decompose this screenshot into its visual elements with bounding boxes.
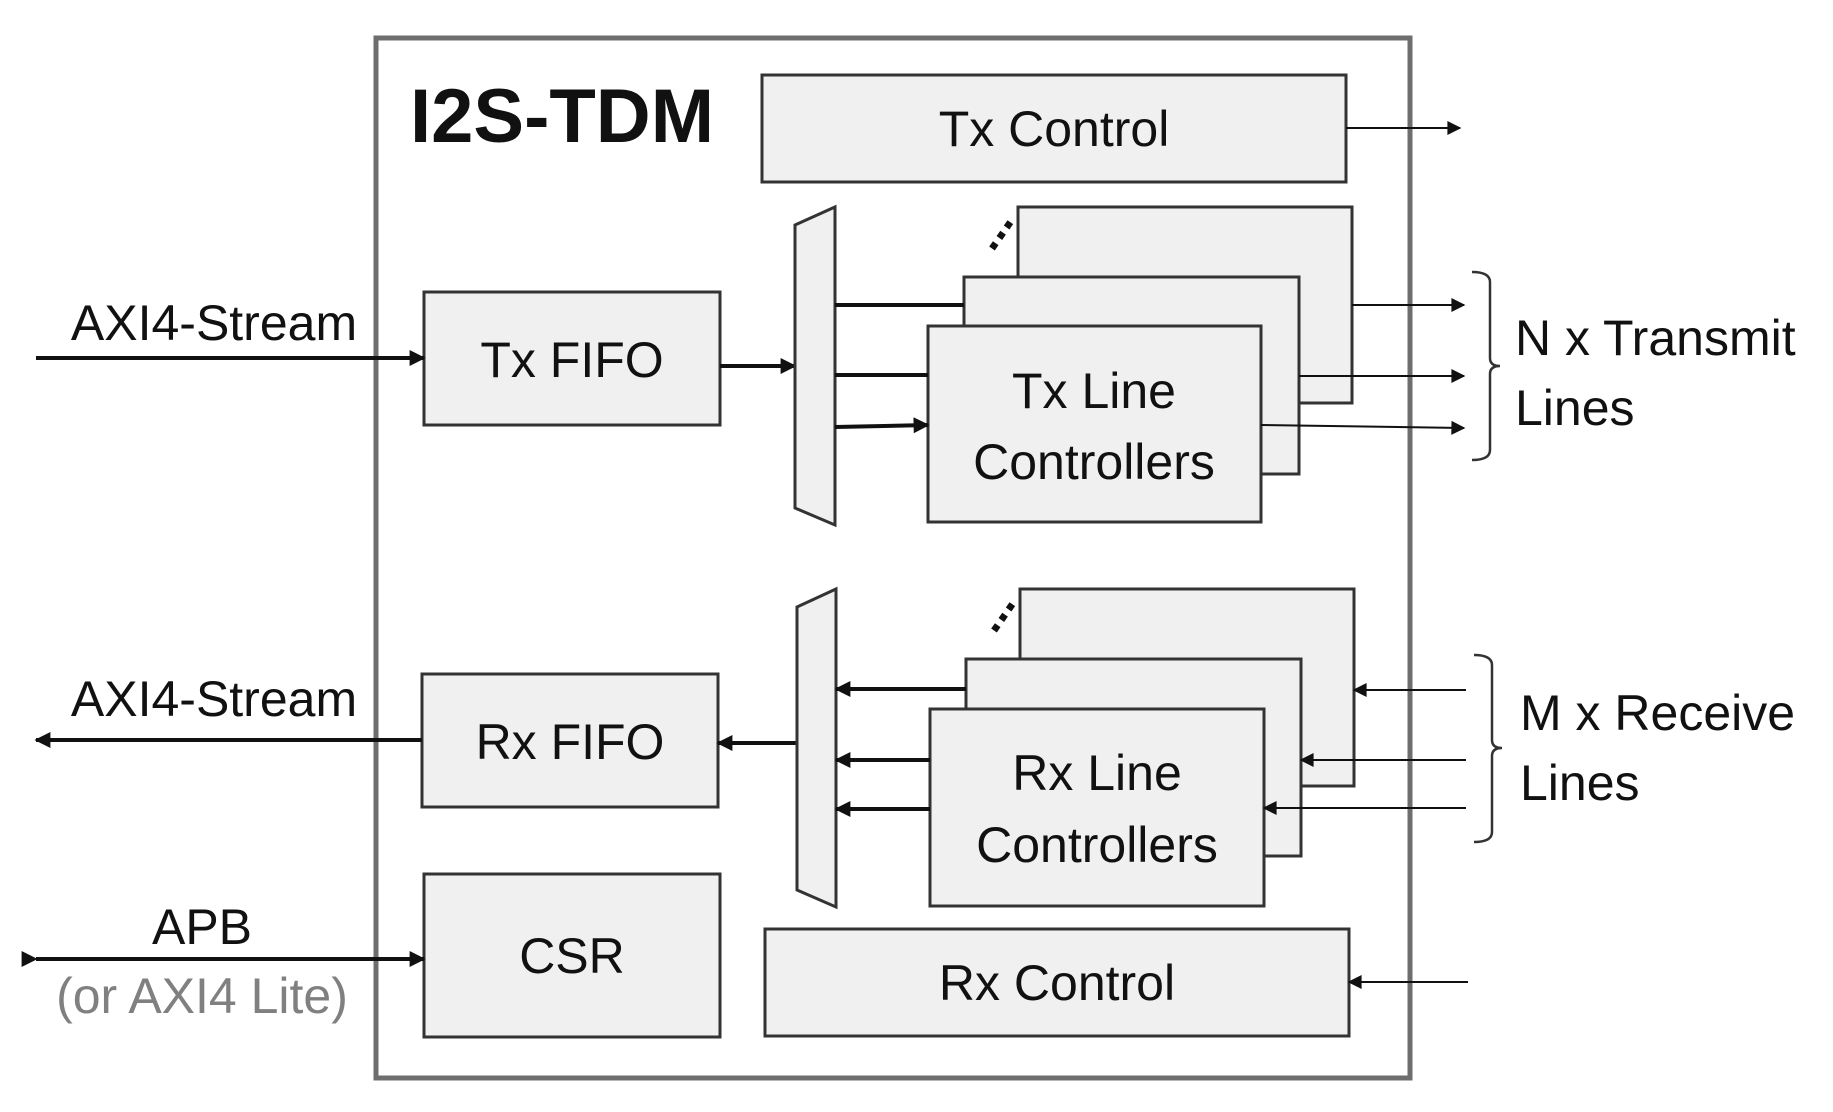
csr-label: CSR — [519, 928, 625, 984]
tx-fifo-label: Tx FIFO — [480, 332, 663, 388]
rx-line-controllers-label-2: Controllers — [976, 817, 1218, 873]
rx-fifo-block — [420, 672, 720, 809]
rx-line-controller-front — [928, 707, 1266, 908]
diagram-title: I2S-TDM — [410, 74, 714, 159]
transmit-lines-label-2: Lines — [1515, 380, 1635, 436]
transmit-lines-brace — [1471, 270, 1501, 462]
rx-control-label: Rx Control — [939, 955, 1175, 1011]
receive-lines-brace — [1473, 653, 1503, 844]
rx-mux — [795, 586, 838, 910]
receive-lines-label-2: Lines — [1520, 755, 1640, 811]
rx-fifo-label: Rx FIFO — [476, 714, 665, 770]
tx-fifo-block — [422, 290, 722, 427]
rx-axi4-stream-label: AXI4-Stream — [71, 671, 357, 727]
tx-demux — [793, 204, 837, 528]
tx-line-controller-front — [926, 324, 1263, 524]
receive-lines-label-1: M x Receive — [1520, 685, 1795, 741]
apb-alt-label: (or AXI4 Lite) — [56, 968, 348, 1024]
rx-line-controllers-label-1: Rx Line — [1012, 745, 1182, 801]
rx-control-block — [763, 927, 1351, 1038]
tx-control-block — [760, 73, 1348, 184]
tx-line-output-3 — [1260, 420, 1466, 435]
csr-block — [422, 872, 722, 1039]
apb-label: APB — [152, 899, 252, 955]
transmit-lines-label-1: N x Transmit — [1515, 310, 1796, 366]
tx-line-controllers-label-2: Controllers — [973, 434, 1215, 490]
tx-axi4-stream-label: AXI4-Stream — [71, 295, 357, 351]
tx-line-controllers-label-1: Tx Line — [1012, 363, 1176, 419]
tx-control-label: Tx Control — [939, 101, 1170, 157]
tx-demux-line-3 — [834, 417, 930, 434]
